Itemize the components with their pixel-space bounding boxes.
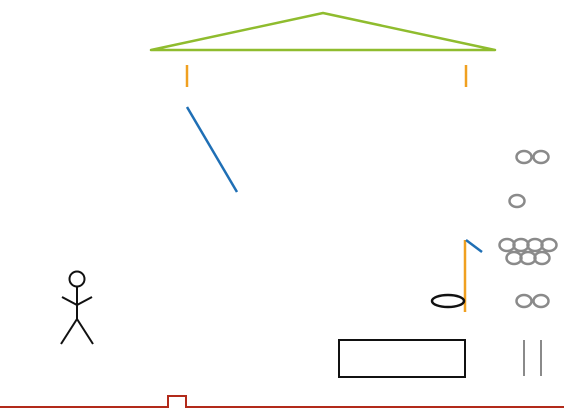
diagonal-bar	[185, 106, 239, 193]
ring-ellipse	[430, 293, 466, 309]
stick-figure-arm-right	[76, 296, 93, 306]
ring-group-bottom	[515, 293, 550, 309]
pole-flag	[465, 239, 483, 253]
ground-line	[0, 395, 564, 408]
stick-figure-leg-left	[60, 318, 78, 345]
roof-triangle	[149, 11, 497, 52]
stick-figure-leg-right	[76, 318, 94, 345]
stick-figure-icon	[60, 270, 94, 345]
stick-figure-head	[68, 270, 86, 288]
box-rectangle	[338, 339, 466, 378]
stick-figure-arm-left	[61, 296, 78, 306]
ring-single	[508, 193, 526, 209]
ring-group-top	[515, 149, 550, 165]
ring-cluster	[498, 237, 558, 266]
